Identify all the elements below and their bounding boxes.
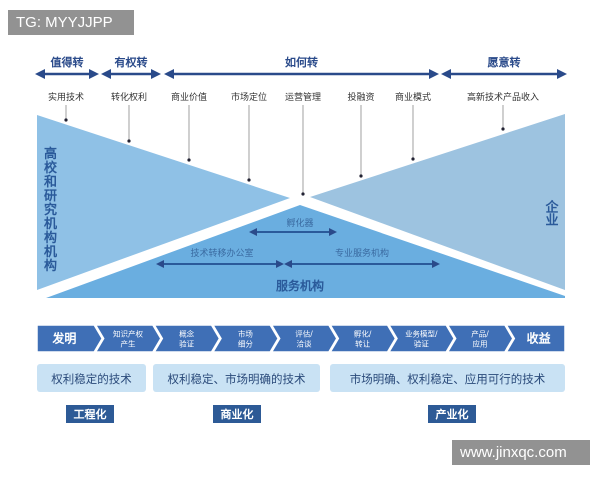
process-step: 孵化/转让 [329,324,397,353]
stage-dot [501,127,505,131]
svg-text:评估/: 评估/ [295,329,313,339]
svg-text:细分: 细分 [238,339,253,349]
right-triangle [310,114,565,290]
svg-text:验证: 验证 [179,339,194,349]
process-step: 业务模型/验证 [387,324,456,353]
svg-text:产品/: 产品/ [471,329,489,339]
watermark-bottom-right: www.jinxqc.com [452,440,590,465]
svg-text:权利稳定的技术: 权利稳定的技术 [51,372,132,386]
svg-text:工程化: 工程化 [74,407,107,421]
tech-box: 权利稳定、市场明确的技术 [153,364,320,392]
left-label: 高校和研究机构机构 [44,146,58,274]
svg-text:市场: 市场 [238,329,253,339]
phase-label: 如何转 [285,55,318,69]
stage-badge: 商业化 [213,405,261,423]
stage-dot [301,192,305,196]
bottom-label: 服务机构 [276,278,324,293]
tech-box: 市场明确、权利稳定、应用可行的技术 [330,364,565,392]
watermark-top-left: TG: MYYJJPP [8,10,134,35]
svg-text:商业化: 商业化 [221,407,254,421]
stage-badge: 工程化 [66,405,114,423]
phase-label: 值得转 [51,55,84,69]
stage-label: 实用技术 [48,91,84,103]
process-step: 发明 [36,324,104,353]
bottom-triangle [46,205,565,298]
svg-text:产生: 产生 [121,339,136,349]
stage-dot [411,157,415,161]
phase-label: 愿意转 [488,55,521,69]
tech-box: 权利稳定的技术 [37,364,146,392]
svg-text:业务模型/: 业务模型/ [405,329,438,339]
svg-text:验证: 验证 [414,339,429,349]
stage-label: 运营管理 [285,91,321,103]
phase-label: 有权转 [115,55,148,69]
stage-label: 商业价值 [171,91,207,103]
stage-dot [127,139,131,143]
svg-text:产业化: 产业化 [436,407,469,421]
tto-label: 技术转移办公室 [190,247,253,259]
stage-label: 转化权利 [111,91,147,103]
stage-label: 市场定位 [231,91,267,103]
svg-text:概念: 概念 [179,329,194,339]
svg-text:收益: 收益 [527,331,551,346]
process-step: 评估/洽谈 [270,324,338,353]
process-step: 产品/应用 [446,324,514,353]
stage-dot [359,174,363,178]
stage-label: 商业模式 [395,91,431,103]
left-triangle [37,115,290,290]
svg-text:应用: 应用 [473,339,488,349]
stage-dot [247,178,251,182]
svg-text:发明: 发明 [51,331,76,346]
stage-dot [64,118,68,122]
right-label: 企业 [543,199,560,226]
professional-services-label: 专业服务机构 [335,247,389,259]
svg-text:权利稳定、市场明确的技术: 权利稳定、市场明确的技术 [168,372,306,386]
stage-label: 投融资 [347,91,374,103]
stage-label: 高新技术产品收入 [467,91,539,103]
svg-text:孵化/: 孵化/ [354,329,372,339]
svg-text:市场明确、权利稳定、应用可行的技术: 市场明确、权利稳定、应用可行的技术 [350,372,546,386]
stage-dot [187,158,191,162]
stage-badge: 产业化 [428,405,476,423]
svg-text:知识产权: 知识产权 [113,329,143,339]
process-step: 收益 [505,324,566,353]
incubator-label: 孵化器 [286,217,313,229]
svg-text:转让: 转让 [355,339,370,349]
svg-text:洽谈: 洽谈 [297,339,312,349]
